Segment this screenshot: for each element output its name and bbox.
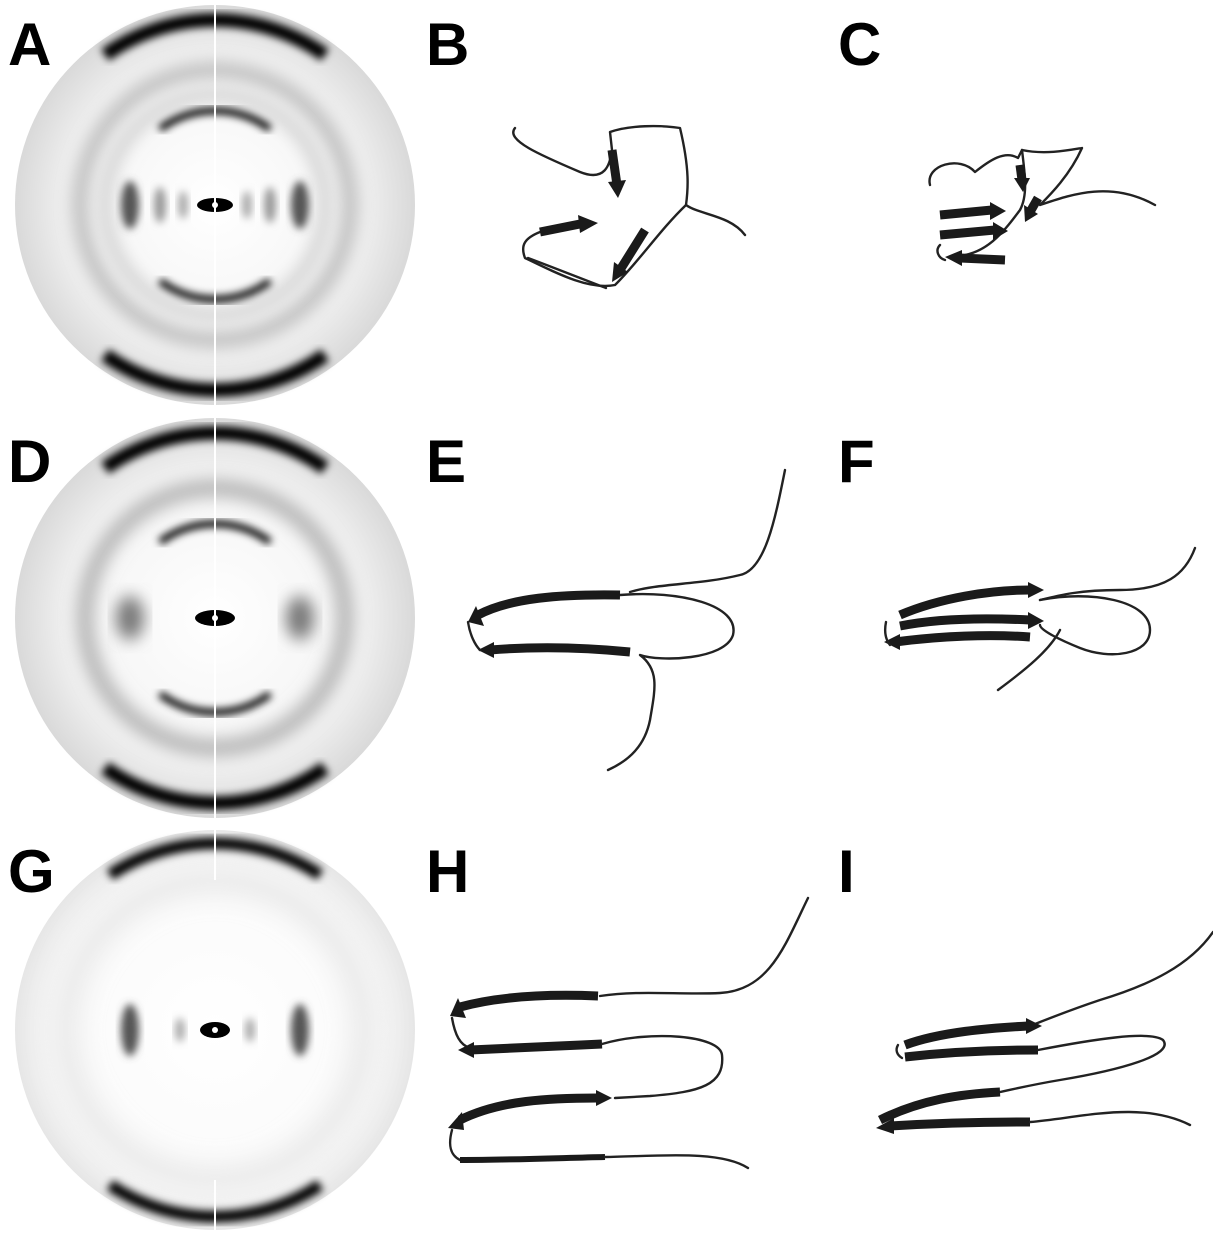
panel-b <box>513 126 745 288</box>
panel-f <box>884 548 1195 690</box>
panel-label-b: B <box>426 11 469 78</box>
panel-h <box>448 898 808 1168</box>
panel-i <box>876 932 1213 1134</box>
panel-label-h: H <box>426 838 469 905</box>
panel-label-i: I <box>838 838 855 905</box>
panel-label-e: E <box>426 428 466 495</box>
panel-label-a: A <box>8 11 51 78</box>
panel-g <box>15 830 415 1230</box>
panel-label-f: F <box>838 428 875 495</box>
panel-c <box>930 148 1155 266</box>
panel-label-g: G <box>8 838 55 905</box>
panel-e <box>468 470 785 770</box>
panel-label-d: D <box>8 428 51 495</box>
panel-label-c: C <box>838 11 881 78</box>
panel-a <box>15 5 415 405</box>
panel-d <box>15 418 415 818</box>
